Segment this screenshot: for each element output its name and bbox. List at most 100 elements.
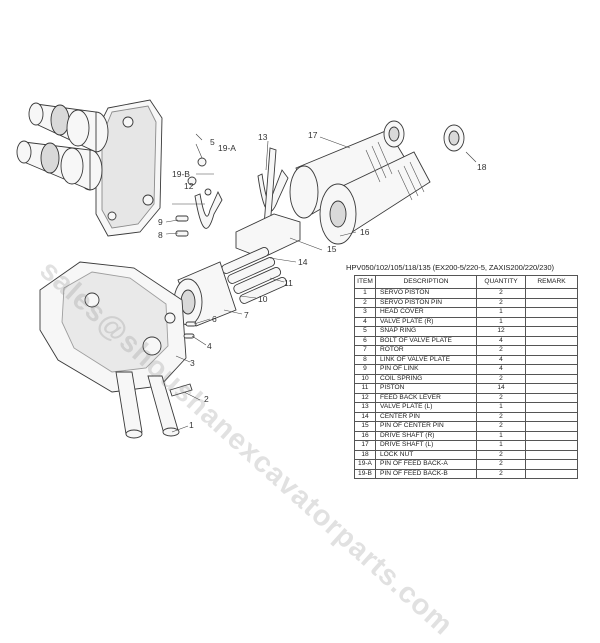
cell-item: 5 [354, 326, 376, 337]
callout-5: 5 [210, 137, 215, 147]
callout-10: 10 [258, 294, 268, 304]
parts-table-title: HPV050/102/105/118/135 (EX200-5/220-5, Z… [346, 263, 554, 272]
cell-item: 4 [354, 316, 376, 327]
cell-item: 12 [354, 392, 376, 403]
cell-item: 3 [354, 307, 376, 318]
cell-remark [525, 297, 578, 308]
cell-item: 14 [354, 411, 376, 422]
cell-quantity: 14 [476, 383, 526, 394]
cell-quantity: 2 [476, 411, 526, 422]
callout-3: 3 [190, 358, 195, 368]
cell-description: PISTON [375, 383, 477, 394]
cell-description: SNAP RING [375, 326, 477, 337]
cell-quantity: 4 [476, 364, 526, 375]
cell-description: VALVE PLATE (R) [375, 316, 477, 327]
cell-item: 8 [354, 354, 376, 365]
cell-description: LOCK NUT [375, 449, 477, 460]
cell-remark [525, 459, 578, 470]
cell-remark [525, 440, 578, 451]
cell-remark [525, 430, 578, 441]
cell-remark [525, 373, 578, 384]
cell-description: BOLT OF VALVE PLATE [375, 335, 477, 346]
cell-item: 19-B [354, 468, 376, 479]
header-quantity: QUANTITY [476, 275, 526, 289]
cell-quantity: 2 [476, 345, 526, 356]
exploded-parts-diagram: 1 2 3 4 5 6 7 8 9 10 11 12 13 14 15 16 1… [16, 99, 487, 439]
callout-19b: 19-B [172, 169, 190, 179]
callout-12: 12 [184, 181, 194, 191]
cell-item: 18 [354, 449, 376, 460]
valve-plate-bolts [183, 321, 197, 339]
cell-item: 17 [354, 440, 376, 451]
cell-item: 16 [354, 430, 376, 441]
small-pins-group [175, 157, 212, 237]
cell-item: 9 [354, 364, 376, 375]
cell-quantity: 1 [476, 307, 526, 318]
cell-item: 13 [354, 402, 376, 413]
table-header-row: ITEM DESCRIPTION QUANTITY REMARK [354, 275, 578, 289]
cell-remark [525, 449, 578, 460]
cell-description: VALVE PLATE (L) [375, 402, 477, 413]
callout-16: 16 [360, 227, 370, 237]
cell-quantity: 2 [476, 297, 526, 308]
cell-remark [525, 326, 578, 337]
header-item: ITEM [354, 275, 376, 289]
cell-remark [525, 354, 578, 365]
cell-description: SERVO PISTON PIN [375, 297, 477, 308]
cell-description: PIN OF LINK [375, 364, 477, 375]
cell-quantity: 4 [476, 354, 526, 365]
cell-item: 15 [354, 421, 376, 432]
cell-remark [525, 316, 578, 327]
callout-6: 6 [212, 314, 217, 324]
callout-2: 2 [204, 394, 209, 404]
callout-1: 1 [189, 420, 194, 430]
cell-remark [525, 411, 578, 422]
cell-item: 7 [354, 345, 376, 356]
cell-remark [525, 383, 578, 394]
callout-17: 17 [308, 130, 318, 140]
cell-item: 1 [354, 288, 376, 299]
leader-lines [165, 133, 477, 433]
cell-item: 11 [354, 383, 376, 394]
cell-item: 19-A [354, 459, 376, 470]
callout-7: 7 [244, 310, 249, 320]
cell-remark [525, 345, 578, 356]
callout-15: 15 [327, 244, 337, 254]
cell-description: FEED BACK LEVER [375, 392, 477, 403]
callout-18: 18 [477, 162, 487, 172]
callout-labels: 1 2 3 4 5 6 7 8 9 10 11 12 13 14 15 16 1… [158, 130, 487, 430]
cell-remark [525, 392, 578, 403]
cell-description: CENTER PIN [375, 411, 477, 422]
cell-description: PIN OF FEED BACK-B [375, 468, 477, 479]
cell-remark [525, 402, 578, 413]
callout-14: 14 [298, 257, 308, 267]
cell-description: PIN OF CENTER PIN [375, 421, 477, 432]
cell-remark [525, 421, 578, 432]
cell-quantity: 1 [476, 430, 526, 441]
cell-description: DRIVE SHAFT (R) [375, 430, 477, 441]
cell-quantity: 2 [476, 468, 526, 479]
cell-remark [525, 335, 578, 346]
cell-remark [525, 364, 578, 375]
cell-quantity: 2 [476, 288, 526, 299]
cell-item: 2 [354, 297, 376, 308]
cell-quantity: 1 [476, 440, 526, 451]
cell-quantity: 2 [476, 392, 526, 403]
cell-description: SERVO PISTON [375, 288, 477, 299]
